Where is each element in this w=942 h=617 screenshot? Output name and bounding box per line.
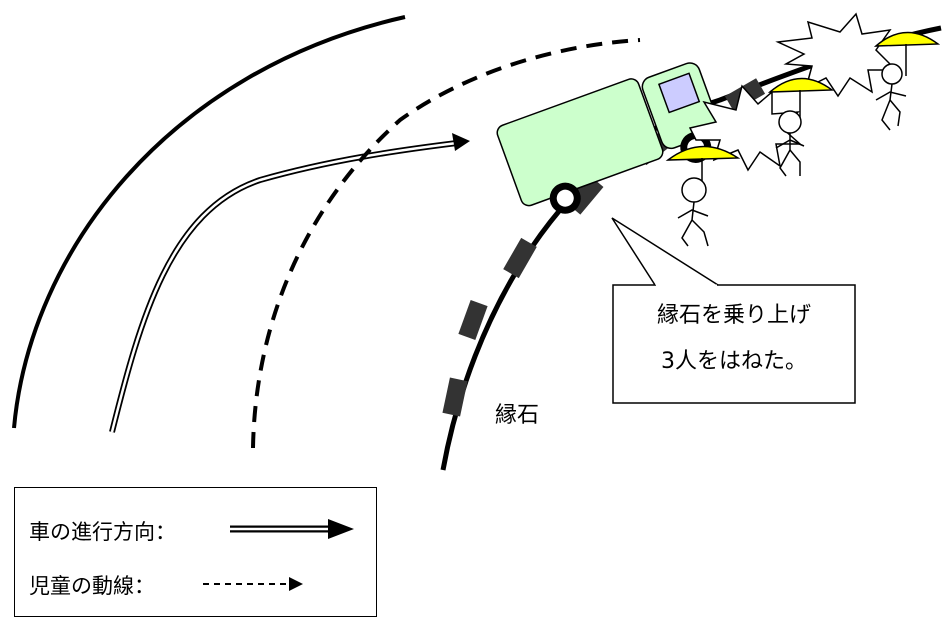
legend-double-arrow-icon — [230, 519, 354, 539]
child-with-umbrella — [873, 31, 941, 131]
truck-wheel — [549, 182, 581, 214]
child-with-umbrella — [767, 77, 835, 177]
child-with-umbrella — [665, 145, 741, 247]
vehicle-path-arrow — [109, 133, 470, 433]
curb-block — [442, 377, 468, 417]
legend-children-path-label: 児童の動線： — [29, 574, 155, 598]
callout-box — [611, 217, 856, 404]
umbrella-icon — [767, 77, 835, 93]
umbrella-icon — [873, 31, 941, 47]
impact-burst-icon — [775, 12, 898, 98]
truck-window — [657, 72, 701, 114]
callout-line-2: 3人をはねた。 — [661, 349, 807, 374]
legend: 車の進行方向： 児童の動線： — [14, 487, 377, 617]
umbrella-icon — [665, 145, 741, 161]
road-outer-edge — [12, 15, 406, 429]
curb-label: 縁石 — [495, 403, 540, 428]
curb-block — [503, 237, 537, 279]
legend-dashed-arrow-icon — [203, 577, 303, 591]
callout-line-1: 縁石を乗り上げ — [656, 303, 811, 328]
children-path-dashed — [251, 38, 641, 449]
curb-block — [458, 300, 488, 340]
truck-cargo — [496, 78, 664, 207]
legend-vehicle-path-label: 車の進行方向： — [29, 520, 176, 544]
